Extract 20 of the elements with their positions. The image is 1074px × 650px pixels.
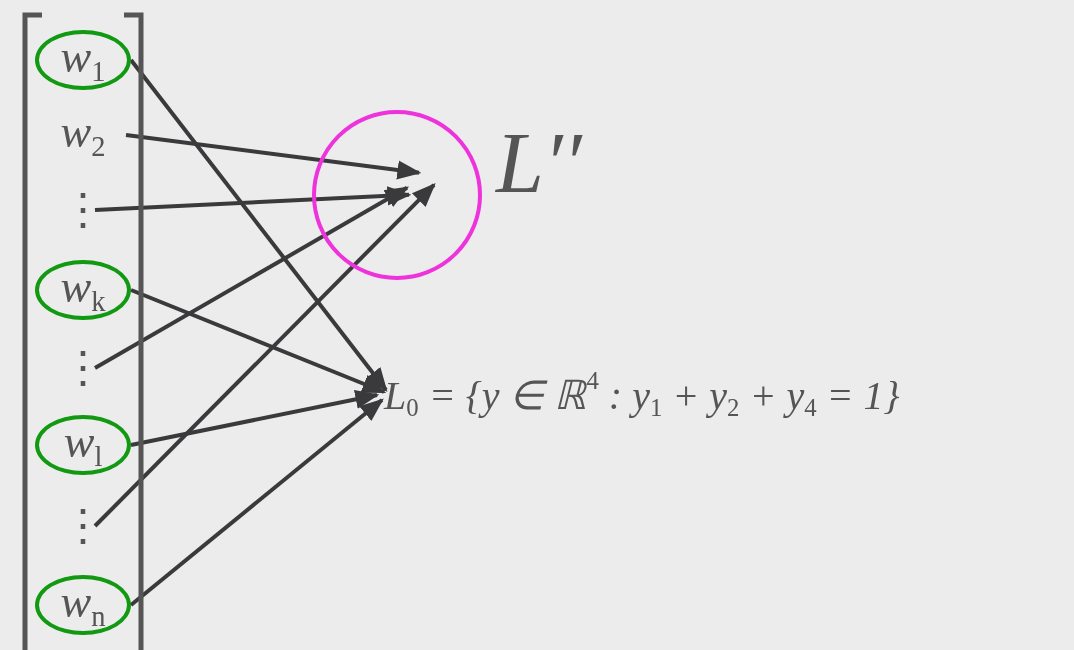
circled-vector-entry: w$_{n}$ xyxy=(35,575,131,635)
set-definition: L$_{0}$ = {y ∈ ℝ$^{4}$ : y$_{1}$ + y$_{2}$ + y$_{4}$ = 1} xyxy=(384,360,1054,430)
arrow xyxy=(94,186,412,212)
vector-entry: w$_{2}$ xyxy=(40,103,126,167)
arrow xyxy=(125,133,422,180)
vector-bracket xyxy=(22,12,144,650)
vertical-ellipsis: ⋮ xyxy=(71,494,95,558)
arrow xyxy=(93,183,436,528)
vertical-ellipsis: ⋮ xyxy=(71,178,95,242)
arrow xyxy=(130,288,387,394)
set-label: L′′ xyxy=(496,120,582,206)
circled-vector-entry: w$_{k}$ xyxy=(35,260,131,320)
arrow xyxy=(129,58,388,392)
circled-vector-entry: w$_{l}$ xyxy=(35,415,131,475)
arrow xyxy=(130,389,380,447)
arrow xyxy=(129,398,384,607)
circled-vector-entry: w$_{1}$ xyxy=(35,30,131,90)
vertical-ellipsis: ⋮ xyxy=(71,336,95,400)
target-circle xyxy=(312,110,482,280)
arrow xyxy=(94,186,410,370)
